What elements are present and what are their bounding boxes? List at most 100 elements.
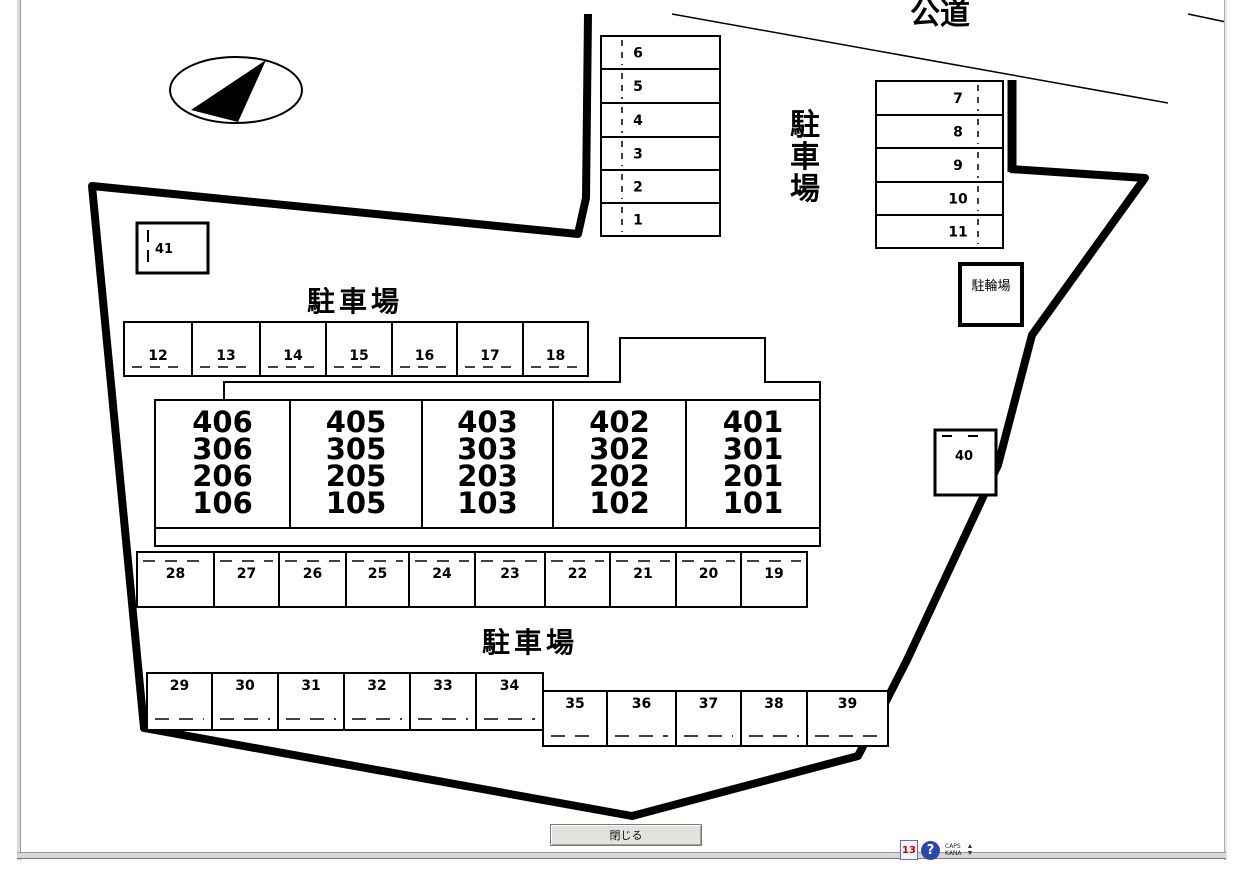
parking-space-41 <box>135 221 210 275</box>
parking-space <box>600 102 721 138</box>
parking-space-number: 34 <box>500 678 520 694</box>
parking-space-number: 5 <box>633 79 643 95</box>
parking-space <box>600 136 721 171</box>
parking-space <box>675 690 742 747</box>
caps-label: CAPS <box>945 843 961 850</box>
building-base <box>154 527 821 547</box>
building-unit-block <box>421 399 554 529</box>
unit-number: 206 <box>192 459 253 493</box>
parking-space-number: 2 <box>633 180 643 196</box>
parking-space-number: 31 <box>301 678 320 694</box>
parking-space-40 <box>933 428 998 497</box>
parking-space-number: 15 <box>349 348 368 364</box>
unit-number: 106 <box>192 486 253 520</box>
parking-space-number: 36 <box>632 696 651 712</box>
parking-space-number: 10 <box>948 192 968 208</box>
unit-number: 402 <box>589 405 650 439</box>
parking-space-number: 16 <box>415 348 434 364</box>
window-frame-left <box>17 0 21 860</box>
parking-space-number: 27 <box>237 566 256 582</box>
parking-space-number: 20 <box>699 566 719 582</box>
compass-icon <box>169 56 303 124</box>
parking-space-number: 23 <box>500 566 519 582</box>
bicycle-parking <box>958 262 1024 327</box>
unit-number: 203 <box>457 459 518 493</box>
parking-space <box>146 672 213 731</box>
parking-space-number: 37 <box>699 696 718 712</box>
parking-space <box>875 80 1004 116</box>
parking-space <box>475 672 544 731</box>
unit-number: 202 <box>589 459 650 493</box>
unit-number: 302 <box>589 432 650 466</box>
parking-space-number: 9 <box>953 158 963 174</box>
unit-number: 403 <box>457 405 518 439</box>
kana-label: KANA <box>945 850 962 857</box>
parking-space-number: 33 <box>433 678 452 694</box>
help-icon[interactable]: ? <box>921 840 940 860</box>
unit-number: 201 <box>723 459 784 493</box>
parking-space-number: 18 <box>546 348 565 364</box>
parking-space <box>740 690 808 747</box>
parking-space-number: 17 <box>480 348 499 364</box>
bicycle-parking-label: 駐輪場 <box>971 278 1010 294</box>
tray-arrow-icon[interactable]: ▲▼ <box>966 843 974 857</box>
parking-label-top: 駐車場 <box>790 108 820 207</box>
parking-space <box>211 672 279 731</box>
parking-space <box>606 690 677 747</box>
parking-space <box>542 690 608 747</box>
window-frame-bottom <box>17 852 1226 859</box>
parking-space-number: 8 <box>953 125 963 141</box>
close-button[interactable]: 閉じる <box>550 824 702 846</box>
parking-space-number: 11 <box>948 225 967 241</box>
unit-number: 303 <box>457 432 518 466</box>
parking-space <box>875 147 1004 183</box>
system-tray: 13 ? CAPS KANA ▲▼ <box>900 838 973 862</box>
parking-space-number: 21 <box>633 566 652 582</box>
parking-space-number: 22 <box>568 566 587 582</box>
parking-space-number: 25 <box>368 566 387 582</box>
parking-space-number: 19 <box>764 566 783 582</box>
window-frame-right <box>1224 0 1227 860</box>
unit-number: 102 <box>589 486 650 520</box>
unit-number: 301 <box>723 432 784 466</box>
unit-number: 405 <box>326 405 387 439</box>
unit-number: 105 <box>326 486 387 520</box>
ime-icon[interactable]: 13 <box>900 840 918 860</box>
parking-space-number: 38 <box>764 696 783 712</box>
parking-space <box>409 672 477 731</box>
parking-space-number: 29 <box>170 678 189 694</box>
parking-label-bottom: 駐車場 <box>482 626 578 659</box>
parking-space <box>875 214 1004 249</box>
unit-number: 305 <box>326 432 387 466</box>
parking-space-41-number: 41 <box>155 242 173 257</box>
unit-number: 101 <box>723 486 784 520</box>
parking-space-40-number: 40 <box>955 449 973 464</box>
road-label: 公道 <box>910 0 970 32</box>
parking-space <box>600 35 721 70</box>
parking-space-number: 4 <box>633 113 643 129</box>
caps-kana-indicator[interactable]: CAPS KANA <box>945 843 962 857</box>
parking-space-number: 30 <box>235 678 255 694</box>
building-outline <box>223 337 821 400</box>
parking-space-number: 3 <box>633 147 643 163</box>
parking-space-number: 32 <box>367 678 386 694</box>
parking-space-number: 13 <box>216 348 235 364</box>
lot-boundary <box>88 13 1149 820</box>
building-unit-block <box>685 399 821 529</box>
parking-space-number: 6 <box>633 46 643 62</box>
parking-label-middle: 駐車場 <box>307 285 403 318</box>
parking-space-number: 35 <box>565 696 584 712</box>
unit-number: 306 <box>192 432 253 466</box>
parking-space-number: 1 <box>633 213 643 229</box>
parking-space-number: 12 <box>148 348 167 364</box>
parking-space <box>875 181 1004 216</box>
parking-space <box>600 68 721 104</box>
parking-space-number: 24 <box>432 566 452 582</box>
parking-space-number: 39 <box>838 696 857 712</box>
unit-number: 401 <box>723 405 784 439</box>
parking-space-number: 26 <box>303 566 322 582</box>
unit-number: 103 <box>457 486 518 520</box>
parking-space-number: 14 <box>283 348 303 364</box>
road-edge-line <box>671 13 1169 104</box>
parking-space <box>277 672 345 731</box>
